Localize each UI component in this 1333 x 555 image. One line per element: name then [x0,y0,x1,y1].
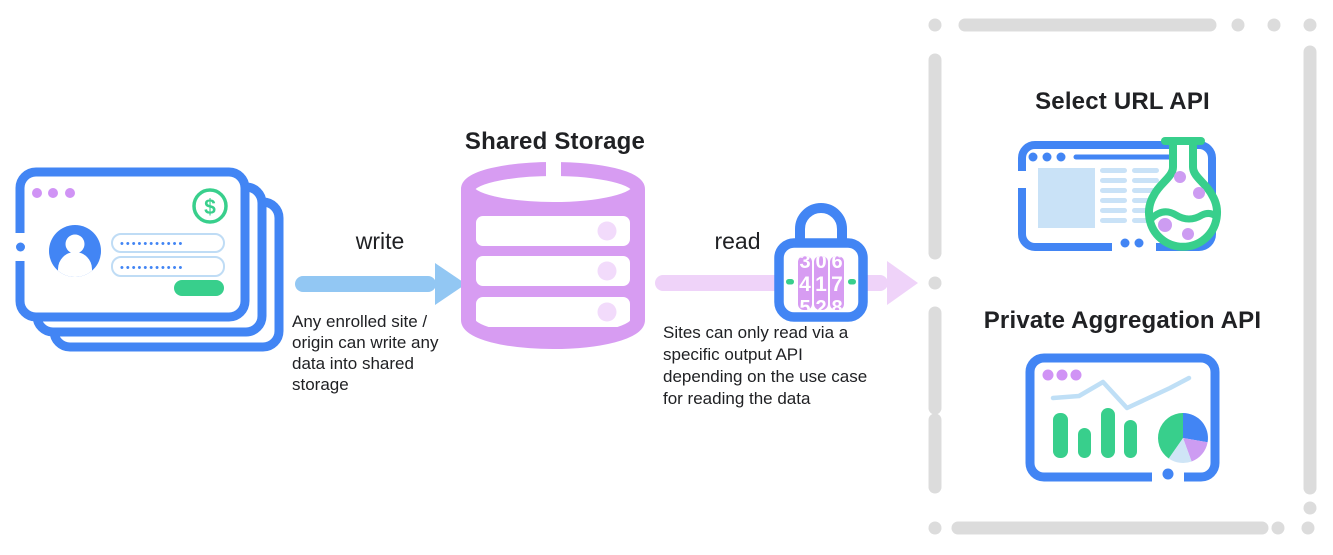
password-dots: ••••••••••• [120,262,184,274]
flask-icon [1145,137,1221,251]
select-url-api-icon [1015,137,1221,253]
lock-dial-column-3: 6 7 8 [830,251,844,319]
frame-gap-dot [1162,468,1174,480]
db-led-2 [597,261,617,281]
shared-storage-title: Shared Storage [464,128,646,155]
flask-bubble-3 [1158,218,1172,232]
dollar-icon: $ [192,188,228,224]
content-block [1038,168,1095,228]
write-label: write [355,228,405,254]
line-chart [1050,375,1192,411]
combination-lock-icon: 3 4 5 0 1 2 6 7 8 [774,203,868,322]
avatar-icon [49,225,101,277]
frame-dot-1 [1120,238,1130,248]
db-led-1 [597,221,617,241]
flask-bubble-2 [1193,187,1205,199]
submit-button-shape [174,280,224,296]
read-label: read [714,228,761,254]
lock-dash-left [786,279,794,285]
lock-dial-column-2: 0 1 2 [814,251,828,319]
bar-chart [1053,408,1137,458]
lock-dash-right [848,279,856,285]
password-field-2: ••••••••••• [111,256,225,277]
svg-text:5: 5 [799,297,810,319]
svg-text:7: 7 [831,273,843,296]
svg-text:2: 2 [815,297,826,319]
text-lines [1100,168,1159,223]
window-notch-dot [16,242,25,252]
select-url-api-title: Select URL API [1035,88,1210,115]
dashboard-dots-icon [1042,369,1082,381]
db-led-3 [597,302,617,322]
write-description: Any enrolled site / origin can write any… [292,312,439,394]
flask-bubble-1 [1174,171,1186,183]
lock-dial-column-1: 3 4 5 [798,251,812,319]
flask-bubble-4 [1182,228,1194,240]
frame-dot-2 [1134,238,1144,248]
private-aggregation-api-title: Private Aggregation API [983,307,1262,334]
svg-text:3: 3 [799,251,810,273]
password-field-1: ••••••••••• [111,233,225,253]
private-aggregation-api-icon [1025,353,1220,483]
read-description: Sites can only read via a specific outpu… [663,323,868,408]
svg-text:4: 4 [799,273,811,296]
output-boundary-dashed-border [928,18,1317,535]
svg-text:0: 0 [815,251,826,273]
svg-text:1: 1 [815,273,827,296]
svg-text:6: 6 [831,251,842,273]
publisher-windows-icon: $ ••••••••••• ••••••••••• [12,167,284,352]
write-arrow-icon [295,263,466,305]
password-dots: ••••••••••• [120,238,184,250]
db-top-gap [546,158,561,178]
svg-text:8: 8 [831,297,842,319]
pie-chart [1158,413,1208,464]
database-icon [461,158,645,349]
lock-shackle [795,203,847,245]
window-dots-icon [32,188,75,198]
browser-dots-icon [1028,152,1066,162]
dollar-symbol: $ [204,196,216,219]
